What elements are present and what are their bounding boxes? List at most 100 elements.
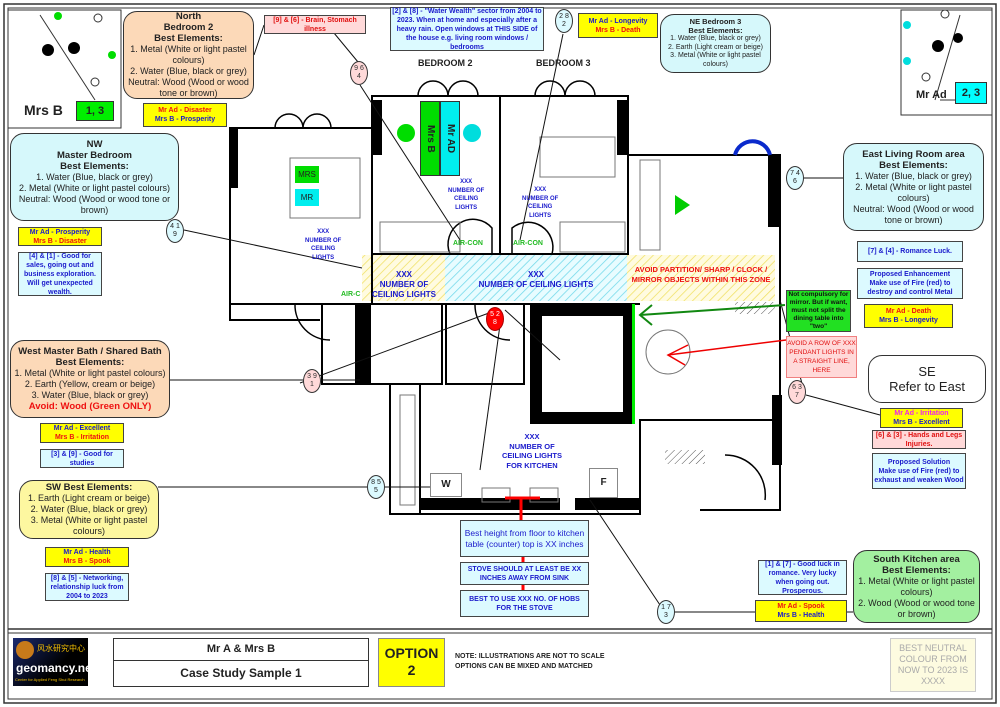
master-lights-label: XXX NUMBER OF CEILING LIGHTS xyxy=(305,229,342,261)
west-box: West Master Bath / Shared Bath Best Elem… xyxy=(10,340,170,418)
north-mr-ad: Mr Ad - Disaster xyxy=(158,107,212,114)
ne-mr-ad: Mr Ad - Longevity xyxy=(588,17,648,25)
client-name: Mr A & Mrs B xyxy=(114,639,368,661)
logo-subtitle: Center for Applied Feng Shui Research xyxy=(15,677,85,682)
fridge-box: F xyxy=(589,468,618,498)
east-body: 1. Water (Blue, black or grey) 2. Metal … xyxy=(853,170,974,225)
water-wealth-note: [2] & [8] - "Water Wealth" sector from 2… xyxy=(390,7,544,51)
sw-box: SW Best Elements:1. Earth (Light cream o… xyxy=(19,480,159,539)
nw-body: 1. Water (Blue, black or grey) 2. Metal … xyxy=(18,171,171,215)
aircon-master: AIR-C xyxy=(341,291,361,298)
logo-text: geomancy.net xyxy=(16,661,88,675)
mr-ad-bed-marker: Mr AD xyxy=(440,101,460,176)
aircon-bedroom3: AIR-CON xyxy=(513,240,543,247)
south-mr-ad: Mr Ad - Spook xyxy=(777,603,825,610)
north-star-circle: 9 6 4 xyxy=(350,61,368,85)
north-title: North Bedroom 2 Best Elements: xyxy=(154,11,223,44)
logo-chinese: 风水研究中心 xyxy=(37,644,85,653)
ne-box: NE Bedroom 3 Best Elements:1. Water (Blu… xyxy=(660,14,771,73)
compass-icon xyxy=(42,44,54,56)
pendant-note: AVOID A ROW OF XXX PENDANT LIGHTS IN A S… xyxy=(786,336,857,378)
mrs-marker: MRS xyxy=(295,166,319,183)
stove-distance-note: STOVE SHOULD AT LEAST BE XX INCHES AWAY … xyxy=(460,562,589,585)
west-body: 1. Metal (White or light pastel colours)… xyxy=(14,368,166,400)
geomancy-logo: 风水研究中心 geomancy.net Center for Applied F… xyxy=(13,638,88,686)
mr-ad-numbers: 2, 3 xyxy=(955,82,987,104)
south-box: South Kitchen area Best Elements:1. Meta… xyxy=(853,550,980,623)
mrs-b-bed-marker: Mrs B xyxy=(420,101,440,176)
nw-star-circle: 4 1 9 xyxy=(166,219,184,243)
mr-ad-label: Mr Ad xyxy=(916,89,947,101)
option-number: 2 xyxy=(407,662,416,678)
yellow-zone-lights-label: XXX NUMBER OF CEILING LIGHTS xyxy=(372,270,436,299)
west-star-note: [3] & [9] - Good for studies xyxy=(40,449,124,468)
mrs-b-numbers: 1, 3 xyxy=(76,101,114,121)
north-mrs-b: Mrs B - Prosperity xyxy=(154,116,216,123)
south-mrs-b: Mrs B - Health xyxy=(777,612,825,619)
ne-mrs-b: Mrs B - Death xyxy=(595,26,641,34)
east-mr-ad: Mr Ad - Death xyxy=(885,308,932,315)
yellow-lighting-zone xyxy=(362,255,445,301)
se-box: SE Refer to East xyxy=(868,355,986,403)
north-star-note: [9] & [6] - Brain, Stomach illness xyxy=(264,15,366,34)
south-body: 1. Metal (White or light pastel colours)… xyxy=(858,575,975,619)
nw-mrs-b: Mrs B - Disaster xyxy=(33,237,87,245)
mr-marker: MR xyxy=(295,189,319,206)
north-box: North Bedroom 2 Best Elements:1. Metal (… xyxy=(123,11,254,99)
nw-mr-ad: Mr Ad - Prosperity xyxy=(29,228,91,236)
avoid-partition-zone xyxy=(627,255,775,301)
aircon-bedroom2: AIR-CON xyxy=(453,240,483,247)
bedroom-3-label: BEDROOM 3 xyxy=(536,58,591,68)
kitchen-lights-label: XXX NUMBER OF CEILING LIGHTS FOR KITCHEN xyxy=(502,432,562,470)
se-mrs-b: Mrs B - Excellent xyxy=(893,419,950,426)
case-title: Case Study Sample 1 xyxy=(180,666,302,680)
washer-box: W xyxy=(430,473,462,497)
scale-note: NOTE: ILLUSTRATIONS ARE NOT TO SCALE xyxy=(455,653,605,660)
bedroom3-lights-label: XXX NUMBER OF CEILING LIGHTS xyxy=(522,187,559,219)
south-title: South Kitchen area Best Elements: xyxy=(873,553,960,576)
west-mr-ad: Mr Ad - Excellent xyxy=(53,425,111,432)
title-block: Mr A & Mrs B Case Study Sample 1 xyxy=(113,638,369,687)
option-label: OPTION xyxy=(384,645,439,661)
mirror-note: Not compulsory for mirror. But if want, … xyxy=(786,290,851,332)
south-star-note: [1] & [7] - Good luck in romance. Very l… xyxy=(758,560,847,595)
south-star-circle: 1 7 3 xyxy=(657,600,675,624)
west-mrs-b: Mrs B - Irritation xyxy=(54,434,110,441)
neutral-colour-note: BEST NEUTRAL COLOUR FROM NOW TO 2023 IS … xyxy=(890,638,976,692)
sw-body: 1. Earth (Light cream or beige) 2. Water… xyxy=(27,493,151,536)
mrs-b-label: Mrs B xyxy=(24,102,63,118)
nw-title: NW Master Bedroom Best Elements: xyxy=(57,138,132,172)
ne-star-circle: 2 8 2 xyxy=(555,9,573,33)
east-star-note: [7] & [4] - Romance Luck. xyxy=(857,241,963,262)
green-circle-marker xyxy=(397,124,415,142)
east-mrs-b: Mrs B - Longevity xyxy=(879,317,938,324)
yin-yang-icon xyxy=(16,641,34,659)
center-star-circle: 5 2 8 xyxy=(486,307,504,331)
sw-title: SW Best Elements: xyxy=(45,482,133,493)
se-star-circle: 6 3 7 xyxy=(788,380,806,404)
sw-mr-ad: Mr Ad - Health xyxy=(63,549,111,556)
bedroom-2-label: BEDROOM 2 xyxy=(418,58,473,68)
cyan-zone-lights-label: XXX NUMBER OF CEILING LIGHTS xyxy=(478,270,594,289)
cyan-circle-marker xyxy=(463,124,481,142)
west-title: West Master Bath / Shared Bath Best Elem… xyxy=(18,346,162,368)
hobs-note: BEST TO USE XXX NO. OF HOBS FOR THE STOV… xyxy=(460,590,589,617)
bedroom2-lights-label: XXX NUMBER OF CEILING LIGHTS xyxy=(448,179,485,211)
east-proposal: Proposed Enhancement Make use of Fire (r… xyxy=(857,268,963,299)
nw-star-note: [4] & [1] - Good for sales, going out an… xyxy=(18,252,102,296)
footer-notes: NOTE: ILLUSTRATIONS ARE NOT TO SCALE OPTI… xyxy=(455,652,605,672)
se-star-note: [6] & [3] - Hands and Legs Injuries. xyxy=(872,430,966,449)
options-note: OPTIONS CAN BE MIXED AND MATCHED xyxy=(455,663,593,670)
sw-star-circle: 8 5 5 xyxy=(367,475,385,499)
avoid-zone-label: AVOID PARTITION/ SHARP / CLOCK / MIRROR … xyxy=(631,265,771,284)
sw-mrs-b: Mrs B - Spook xyxy=(63,558,111,565)
east-star-circle: 7 4 6 xyxy=(786,166,804,190)
